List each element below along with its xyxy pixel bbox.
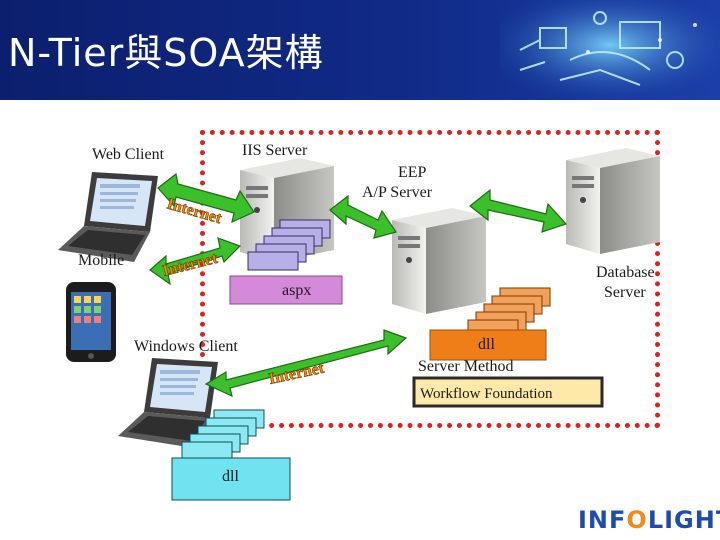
logo-o-mark: O: [626, 506, 648, 534]
server-dll-label: dll: [478, 336, 495, 353]
client-dll-stack: [181, 409, 265, 461]
internet-label: Internet: [161, 250, 220, 280]
mobile-label: Mobile: [78, 252, 125, 269]
aspx-box: [229, 275, 343, 305]
workflow-foundation-label: Workflow Foundation: [420, 386, 553, 402]
infolight-logo: INFOLIGHT: [578, 506, 720, 534]
server-dll-stack: [467, 287, 551, 339]
laptop-icon: [58, 172, 158, 262]
iis-server-label: IIS Server: [242, 142, 308, 159]
laptop-icon: [118, 358, 218, 448]
page-title: N-Tier與SOA架構: [8, 31, 324, 75]
header-bar: N-Tier與SOA架構: [0, 0, 720, 100]
server-dll-box: [429, 329, 547, 361]
logo-part2: LIGHT: [647, 506, 720, 534]
double-arrow-icon: [149, 237, 242, 286]
client-dll-label: dll: [222, 468, 239, 485]
logo-part1: INF: [578, 506, 627, 534]
database-server-icon: [566, 148, 660, 254]
server-tier-boundary: [200, 130, 660, 428]
double-arrow-icon: [469, 188, 568, 233]
windows-client-label: Windows Client: [134, 338, 238, 355]
database-server-label: Server: [604, 284, 646, 301]
client-dll-box: [171, 457, 291, 501]
server-method-label: Server Method: [418, 358, 514, 375]
double-arrow-icon: [329, 194, 397, 239]
aspx-page-stack: [247, 219, 331, 271]
ap-server-label: A/P Server: [362, 184, 433, 201]
double-arrow-icon: [204, 329, 408, 398]
aspx-label: aspx: [282, 282, 312, 299]
eep-server-icon: [392, 208, 486, 314]
web-client-label: Web Client: [92, 146, 165, 163]
workflow-foundation-box: [412, 376, 604, 408]
double-arrow-icon: [157, 172, 255, 224]
database-label: Database: [596, 264, 655, 281]
mobile-phone-icon: [66, 282, 116, 362]
eep-label: EEP: [398, 164, 427, 181]
header-decoration: [500, 0, 720, 100]
